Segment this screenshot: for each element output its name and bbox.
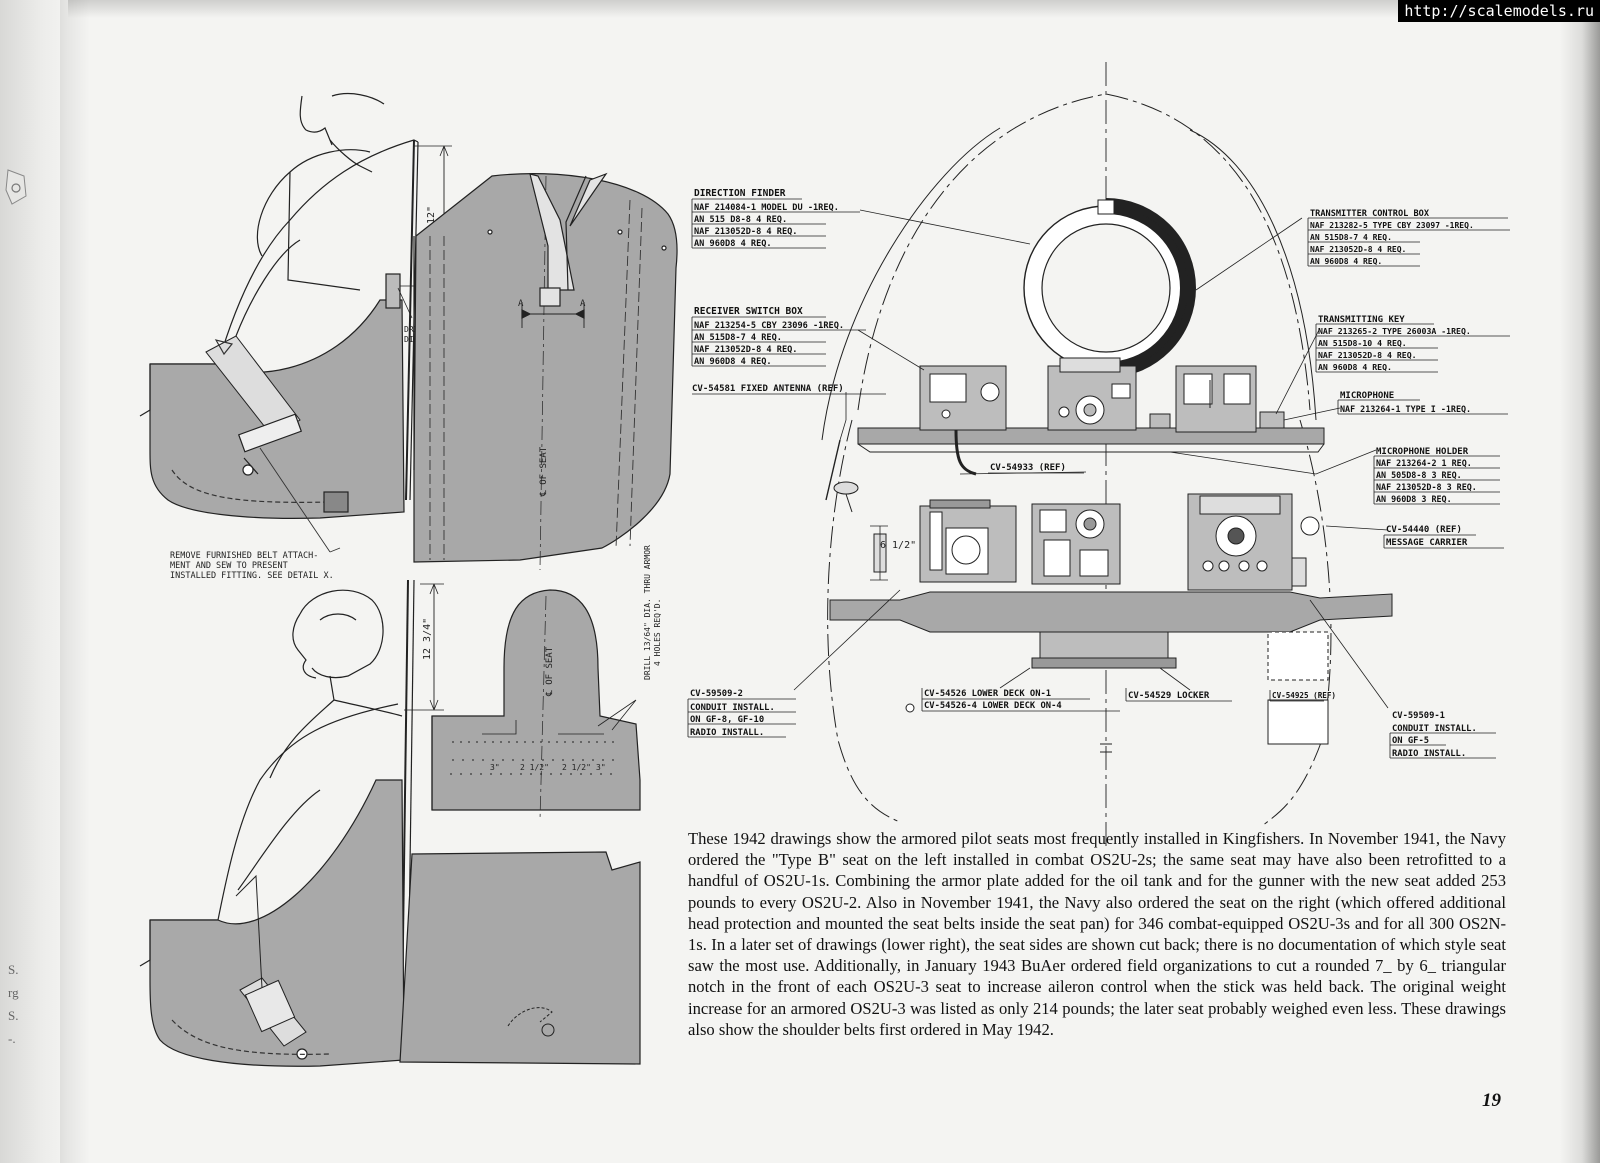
label-row: ON GF-8, GF-10 (690, 715, 764, 725)
label-lower-deck: CV-54526 LOWER DECK ON-1 CV-54526-4 LOWE… (905, 688, 1120, 713)
page-top-edge (0, 0, 1600, 18)
right-page-edge (1560, 0, 1600, 1163)
label-locker: CV-54529 LOCKER (1128, 691, 1210, 701)
label-row: NAF 213264-2 1 REQ. (1376, 458, 1472, 468)
margin-mark: rg (8, 985, 19, 1000)
seat-side-view-upper (139, 92, 452, 553)
label-transmitting-key: TRANSMITTING KEY NAF 213265-2 TYPE 26003… (1315, 315, 1510, 373)
label-row: AN 960D8 3 REQ. (1376, 494, 1452, 504)
label-row: AN 960D8 4 REQ. (694, 357, 772, 367)
label-receiver-switch-box: RECEIVER SWITCH BOX NAF 213254-5 CBY 230… (691, 306, 866, 367)
seat-side-view-lower (139, 579, 444, 1067)
section-mark-left: A (518, 299, 524, 309)
belt-note-line: INSTALLED FITTING. SEE DETAIL X. (170, 571, 334, 581)
label-conduit-install-2: CV-59509-2 CONDUIT INSTALL. ON GF-8, GF-… (687, 689, 796, 738)
label-row: AN 960D8 4 REQ. (694, 239, 772, 249)
label-cv54925: CV-54925 (REF) (1272, 691, 1336, 700)
label-row: CV-54526-4 LOWER DECK ON-4 (924, 701, 1062, 711)
label-fixed-antenna: CV-54581 FIXED ANTENNA (REF) (692, 384, 844, 394)
hole-dim: 2 1/2" (520, 763, 549, 772)
label-row: NAF 213282-5 TYPE CBY 23097 -1REQ. (1310, 221, 1474, 230)
label-microphone: MICROPHONE NAF 213264-1 TYPE I -1REQ. (1337, 391, 1508, 415)
label-row: NAF 213254-5 CBY 23096 -1REQ. (694, 321, 844, 331)
label-message-carrier: CV-54440 (REF) MESSAGE CARRIER (1383, 525, 1504, 549)
label-row: MESSAGE CARRIER (1386, 538, 1468, 548)
dimension-lower: 12 3/4" (422, 618, 433, 660)
label-title: TRANSMITTER CONTROL BOX (1310, 209, 1430, 219)
underline (1269, 690, 1324, 702)
label-row: NAF 213052D-8 3 REQ. (1376, 482, 1477, 492)
hole-dim: 3" (596, 763, 606, 772)
lower-deck (825, 439, 1393, 745)
caption-paragraph: These 1942 drawings show the armored pil… (688, 829, 1506, 1039)
label-row: NAF 213052D-8 4 REQ. (1318, 350, 1417, 360)
belt-note-line: REMOVE FURNISHED BELT ATTACH- (170, 551, 318, 561)
label-row: NAF 213052D-8 4 REQ. (1310, 245, 1406, 254)
dimension-upper: 12" (426, 206, 437, 224)
label-transmitter-control-box: TRANSMITTER CONTROL BOX NAF 213282-5 TYP… (1307, 209, 1510, 267)
hole-dim: 3" (490, 763, 500, 772)
hole-dim: 2 1/2" (562, 763, 591, 772)
drill-note-lower: 4 HOLES REQ'D. (653, 599, 662, 666)
label-title: CV-54440 (REF) (1386, 525, 1462, 535)
label-title: CV-59509-1 (1392, 711, 1445, 721)
label-row: AN 515D8-7 4 REQ. (694, 333, 782, 343)
label-row: AN 960D8 4 REQ. (1310, 257, 1382, 266)
margin-mark: S. (8, 962, 19, 977)
label-title: RECEIVER SWITCH BOX (694, 306, 803, 317)
margin-mark: -. (8, 1031, 16, 1046)
drill-note-lower: DRILL 13/64" DIA. THRU ARMOR (643, 545, 652, 680)
margin-mark: S. (8, 1008, 19, 1023)
label-row: CONDUIT INSTALL. (690, 703, 775, 713)
belt-attachment-note: REMOVE FURNISHED BELT ATTACH- MENT AND S… (170, 551, 334, 581)
label-conduit-install-1: CV-59509-1 CONDUIT INSTALL. ON GF-5 RADI… (1389, 711, 1496, 759)
label-title: CV-59509-2 (690, 689, 743, 699)
underline (1125, 688, 1232, 702)
section-mark-right: A (580, 299, 586, 309)
label-microphone-holder: MICROPHONE HOLDER NAF 213264-2 1 REQ. AN… (1373, 447, 1500, 505)
label-row: NAF 213052D-8 4 REQ. (694, 227, 797, 237)
direction-finder-loop-icon (1023, 198, 1196, 379)
label-row: NAF 213265-2 TYPE 26003A -1REQ. (1318, 326, 1471, 336)
hole-spacing-dims: 3" 2 1/2" 2 1/2" 3" (490, 763, 606, 772)
label-row: AN 515 D8-8 4 REQ. (694, 215, 787, 225)
margin-marks: S. rg S. -. (8, 958, 19, 1050)
fuselage-section (821, 62, 1332, 848)
label-row: AN 505D8-8 3 REQ. (1376, 470, 1462, 480)
label-row: RADIO INSTALL. (1392, 749, 1466, 759)
label-title: MICROPHONE HOLDER (1376, 447, 1469, 457)
label-row: RADIO INSTALL. (690, 728, 764, 738)
label-row: NAF 214084-1 MODEL DU -1REQ. (694, 203, 839, 213)
label-row: CONDUIT INSTALL. (1392, 724, 1477, 734)
label-row: CV-54526 LOWER DECK ON-1 (924, 689, 1051, 699)
belt-note-line: MENT AND SEW TO PRESENT (170, 561, 288, 571)
watermark-url[interactable]: http://scalemodels.ru (1398, 0, 1600, 22)
label-title: DIRECTION FINDER (694, 188, 786, 199)
label-title: MICROPHONE (1340, 391, 1394, 401)
seat-centerline-label-upper: ℄ OF SEAT (539, 446, 549, 497)
seat-front-view-lower (399, 589, 641, 1065)
label-row: ON GF-5 (1392, 736, 1429, 746)
label-row: NAF 213052D-8 4 REQ. (694, 345, 797, 355)
binder-clip-icon (5, 169, 27, 205)
label-direction-finder: DIRECTION FINDER NAF 214084-1 MODEL DU -… (691, 188, 860, 249)
spine-shadow (60, 0, 90, 1163)
upper-shelf (857, 357, 1325, 476)
dimension-6: 6 1/2" (880, 540, 916, 551)
label-cv54933: CV-54933 (REF) (990, 463, 1066, 473)
label-row: AN 960D8 4 REQ. (1318, 362, 1392, 372)
label-title: TRANSMITTING KEY (1318, 315, 1405, 325)
seat-centerline-label-lower: ℄ OF SEAT (545, 646, 555, 697)
seat-front-view-upper (413, 172, 678, 571)
label-row: AN 515D8-7 4 REQ. (1310, 233, 1392, 242)
label-row: AN 515D8-10 4 REQ. (1318, 338, 1407, 348)
page-number: 19 (1482, 1090, 1501, 1111)
label-row: NAF 213264-1 TYPE I -1REQ. (1340, 404, 1471, 414)
